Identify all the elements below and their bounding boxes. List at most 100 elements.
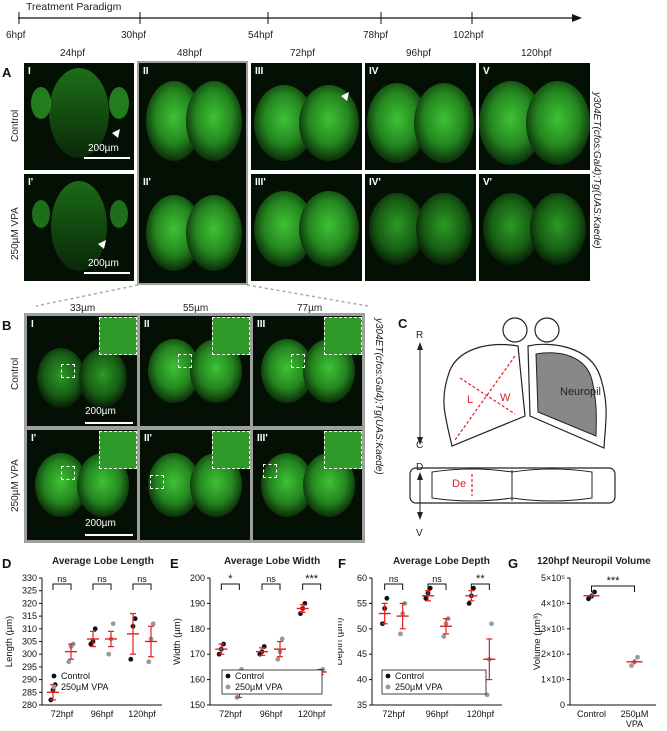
significance-label: ** bbox=[476, 573, 485, 585]
scale-label-b-i: 200µm bbox=[85, 406, 116, 417]
image-a-iv: IV bbox=[365, 63, 476, 170]
y-tick-label: 150 bbox=[190, 700, 205, 710]
image-b-i-prime: I' 200µm bbox=[27, 430, 137, 540]
image-b-i: I 200µm bbox=[27, 316, 137, 426]
panel-a-header-24: 24hpf bbox=[60, 48, 86, 59]
panel-a-header-48: 48hpf bbox=[177, 48, 203, 59]
data-point bbox=[146, 659, 152, 665]
legend-marker bbox=[51, 684, 57, 690]
y-tick-label: 290 bbox=[22, 675, 37, 685]
significance-bracket bbox=[92, 583, 112, 590]
x-tick-label: 72hpf bbox=[382, 709, 405, 719]
roman-a-iii: III bbox=[255, 66, 264, 77]
chart-d: 280285290295300305310315320325330Length … bbox=[4, 573, 162, 719]
data-point bbox=[592, 589, 597, 595]
timeline-tick-6: 6hpf bbox=[6, 30, 26, 41]
y-tick-label: 160 bbox=[190, 675, 205, 685]
y-tick-label: 300 bbox=[22, 649, 37, 659]
significance-label: *** bbox=[607, 575, 621, 587]
y-axis-label: Volume (µm³) bbox=[532, 613, 543, 670]
schematic-diagram bbox=[409, 317, 616, 520]
image-a-v-prime: V' bbox=[479, 174, 590, 281]
data-point bbox=[489, 621, 494, 627]
image-b-ii-prime: II' bbox=[140, 430, 250, 540]
scale-label-b-i-prime: 200µm bbox=[85, 518, 116, 529]
roman-a-iii-prime: III' bbox=[255, 177, 266, 188]
legend-label: Control bbox=[235, 671, 264, 681]
y-tick-label: 0 bbox=[560, 700, 565, 710]
y-tick-label: 315 bbox=[22, 611, 37, 621]
panel-a-header-120: 120hpf bbox=[521, 48, 552, 59]
x-tick-label: 120hpf bbox=[467, 709, 495, 719]
label-r: R bbox=[416, 330, 424, 341]
x-tick-label: 72hpf bbox=[51, 709, 74, 719]
scale-label-a-i-prime: 200µm bbox=[88, 258, 119, 269]
significance-label: ns bbox=[57, 574, 67, 584]
label-neuropil: Neuropil bbox=[560, 386, 601, 398]
panel-b-header-33: 33µm bbox=[70, 303, 96, 314]
data-point bbox=[427, 585, 433, 591]
scale-bar-b-i bbox=[85, 422, 133, 424]
roman-a-i: I bbox=[28, 66, 31, 77]
x-tick-label: 96hpf bbox=[426, 709, 449, 719]
y-axis-label: Width (µm) bbox=[172, 618, 183, 665]
panel-b-header-55: 55µm bbox=[183, 303, 209, 314]
x-tick-label: 96hpf bbox=[91, 709, 114, 719]
significance-bracket bbox=[52, 583, 72, 590]
data-point bbox=[275, 656, 281, 662]
label-w: W bbox=[500, 392, 511, 404]
roi-b-ii-prime bbox=[150, 475, 164, 489]
x-tick-label: 120hpf bbox=[128, 709, 156, 719]
y-tick-label: 55 bbox=[357, 598, 367, 608]
panel-b-letter: B bbox=[2, 318, 12, 333]
roi-b-ii bbox=[178, 354, 192, 368]
y-tick-label: 4×10⁵ bbox=[541, 598, 565, 608]
label-c: C bbox=[416, 440, 424, 451]
scale-label-a-i: 200µm bbox=[88, 143, 119, 154]
significance-label: * bbox=[228, 573, 233, 585]
data-point bbox=[398, 631, 403, 637]
significance-label: ns bbox=[137, 574, 147, 584]
roi-b-i-prime bbox=[61, 466, 75, 480]
legend-label: 250µM VPA bbox=[61, 682, 109, 692]
data-point bbox=[132, 616, 138, 622]
timeline-title: Treatment Paradigm bbox=[26, 1, 122, 13]
y-tick-label: 50 bbox=[357, 624, 367, 634]
data-point bbox=[110, 621, 116, 627]
roman-b-i: I bbox=[31, 319, 34, 330]
image-a-v: V bbox=[479, 63, 590, 170]
x-tick-label: 72hpf bbox=[219, 709, 242, 719]
image-a-i-prime: I' 200µm bbox=[24, 174, 134, 281]
panel-b-row-control: Control bbox=[10, 357, 21, 390]
roi-b-iii bbox=[291, 354, 305, 368]
panel-f-letter: F bbox=[338, 556, 346, 571]
panel-c-letter: C bbox=[398, 316, 408, 331]
label-v: V bbox=[416, 528, 423, 539]
legend-label: Control bbox=[395, 671, 424, 681]
image-b-iii-prime: III' bbox=[253, 430, 362, 540]
y-tick-label: 170 bbox=[190, 649, 205, 659]
data-point bbox=[466, 601, 472, 606]
inset-b-ii bbox=[212, 317, 250, 355]
chart-e-title: Average Lobe Width bbox=[224, 556, 321, 567]
panel-a-side-label: y304ET(cfos:Gal4);Tg(UAS:Kaede) bbox=[591, 92, 602, 249]
inset-b-iii bbox=[324, 317, 362, 355]
data-point bbox=[128, 656, 134, 662]
y-tick-label: 190 bbox=[190, 598, 205, 608]
chart-d-title: Average Lobe Length bbox=[52, 556, 154, 567]
y-tick-label: 35 bbox=[357, 700, 367, 710]
scale-bar-a-i bbox=[84, 157, 130, 159]
panel-b-row-vpa: 250µM VPA bbox=[10, 459, 21, 512]
scale-bar-a-i-prime bbox=[84, 272, 130, 274]
panel-d-letter: D bbox=[2, 556, 12, 571]
panel-a-header-96: 96hpf bbox=[406, 48, 432, 59]
data-point bbox=[279, 636, 285, 642]
legend-label: Control bbox=[61, 671, 90, 681]
image-a-ii: II II' bbox=[137, 61, 248, 285]
x-tick-label: Control bbox=[577, 709, 606, 719]
y-tick-label: 330 bbox=[22, 573, 37, 583]
significance-bracket bbox=[384, 583, 404, 590]
y-tick-label: 3×10⁵ bbox=[541, 624, 565, 634]
significance-label: ns bbox=[389, 574, 399, 584]
